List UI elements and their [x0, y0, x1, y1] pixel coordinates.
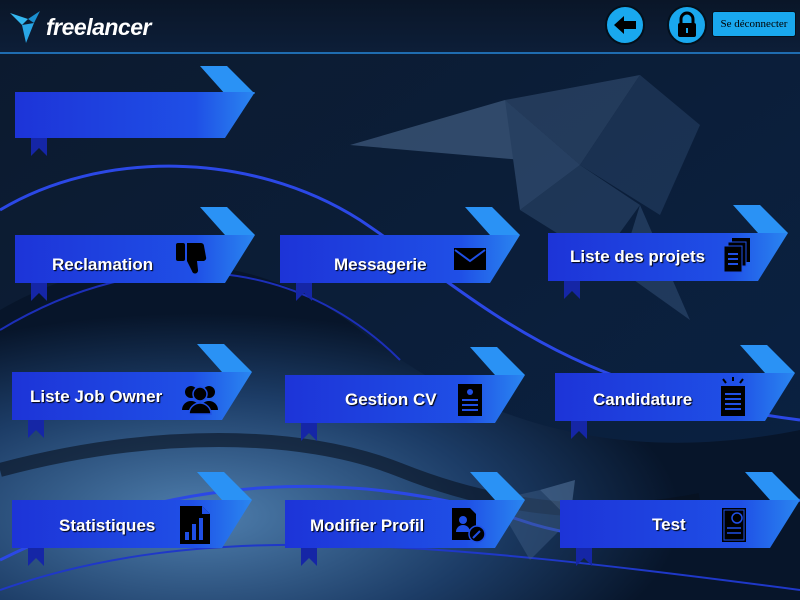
envelope-icon — [454, 248, 486, 270]
menu-button-messagerie[interactable]: Messagerie — [280, 205, 520, 301]
menu-button-statistiques[interactable]: Statistiques — [12, 470, 252, 566]
menu-label: Liste des projets — [570, 247, 706, 266]
menu-button-liste-des-projets[interactable]: Liste des projets — [548, 203, 788, 299]
arrow-left-icon — [614, 16, 636, 34]
logout-lock-button[interactable] — [667, 5, 707, 45]
title-banner — [15, 60, 255, 156]
top-bar: freelancer Se déconnecter — [0, 0, 800, 54]
freelancer-logo[interactable]: freelancer — [8, 8, 151, 46]
menu-label: Messagerie — [334, 255, 427, 274]
bird-logo-icon — [10, 11, 40, 43]
bar-chart-icon — [180, 506, 210, 544]
certificate-icon — [722, 508, 746, 542]
menu-label: Gestion CV — [345, 390, 437, 409]
back-button[interactable] — [605, 5, 645, 45]
menu-button-modifier-profil[interactable]: Modifier Profil — [285, 470, 525, 566]
menu-label: Reclamation — [52, 255, 154, 274]
profile-edit-icon — [452, 508, 486, 543]
thumbs-down-icon — [176, 243, 207, 274]
menu-button-liste-job-owner[interactable]: Liste Job Owner — [12, 342, 252, 438]
users-group-icon — [182, 386, 218, 415]
lock-icon — [678, 11, 696, 37]
logo-text: freelancer — [46, 13, 151, 40]
menu-button-candidature[interactable]: Candidature — [555, 343, 795, 439]
menu-label: Modifier Profil — [310, 516, 425, 535]
menu-button-test[interactable]: Test — [560, 470, 800, 566]
documents-icon — [723, 238, 750, 273]
menu-label: Statistiques — [59, 516, 156, 535]
menu-button-gestion-cv[interactable]: Gestion CV — [285, 345, 525, 441]
logout-button[interactable]: Se déconnecter — [712, 11, 796, 37]
menu-button-reclamation[interactable]: Reclamation — [15, 205, 255, 301]
cv-document-icon — [458, 384, 482, 416]
document-alert-icon — [721, 377, 745, 416]
menu-label: Liste Job Owner — [30, 387, 163, 406]
menu-label: Test — [652, 515, 686, 534]
menu-label: Candidature — [593, 390, 693, 409]
